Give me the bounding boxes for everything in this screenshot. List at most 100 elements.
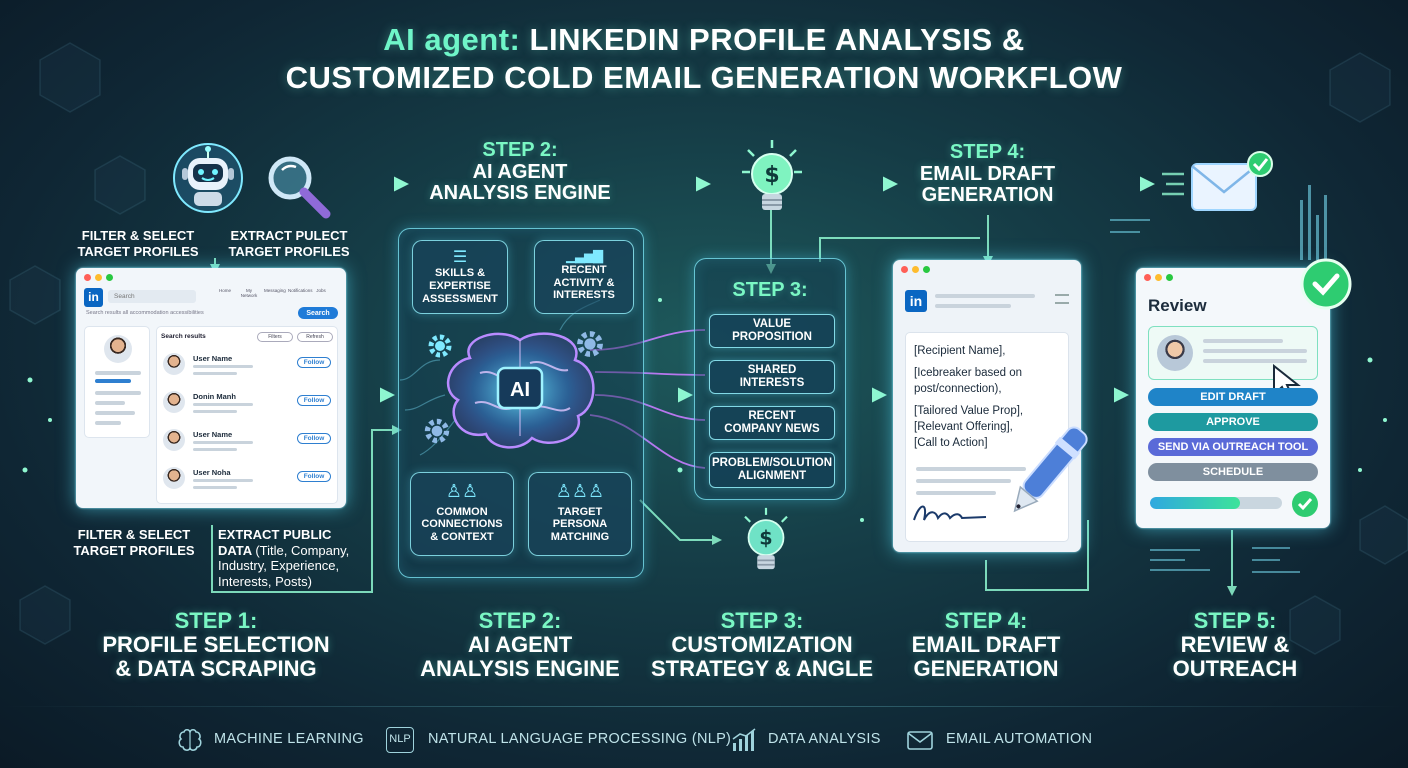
footer-divider	[0, 706, 1408, 707]
bar-chart-icon: ▁▃▅▇	[566, 248, 603, 263]
progress-fill	[1150, 497, 1240, 509]
draft-line-recipient: [Recipient Name],	[914, 345, 1006, 357]
review-profile-card	[1148, 326, 1318, 380]
edit-draft-button[interactable]: EDIT DRAFT	[1148, 388, 1318, 406]
data-analysis-icon	[732, 728, 756, 751]
table-row[interactable]: Donin Manh Follow	[157, 387, 339, 423]
svg-text:$: $	[759, 527, 772, 550]
filter-dropdown[interactable]: Filters	[257, 332, 293, 342]
menu-icon[interactable]	[1055, 294, 1069, 304]
nlp-icon: NLP	[386, 727, 414, 753]
linkedin-search-button[interactable]: Search	[298, 307, 338, 319]
draft-line-icebreaker-2: post/connection),	[914, 383, 1002, 396]
title-line-1: AI agent: LINKEDIN PROFILE ANALYSIS &	[0, 22, 1408, 58]
follow-button[interactable]: Follow	[297, 433, 331, 444]
linkedin-search-window: in Home My Network Messaging Notificatio…	[76, 268, 346, 508]
skills-assessment-card: ☰ SKILLS & EXPERTISE ASSESSMENT	[412, 240, 508, 314]
gear-icon	[577, 331, 603, 357]
ai-brain-icon: AI	[446, 332, 595, 449]
robot-icon	[173, 143, 243, 213]
footer-email-automation: EMAIL AUTOMATION	[946, 731, 1093, 747]
refresh-dropdown[interactable]: Refresh	[297, 332, 333, 342]
send-via-outreach-button[interactable]: SEND VIA OUTREACH TOOL	[1148, 438, 1318, 456]
search-results-panel: Search results Filters Refresh User Name…	[156, 326, 338, 504]
table-row[interactable]: User Noha Follow	[157, 463, 339, 499]
linkedin-nav: Home My Network Messaging Notifications …	[216, 288, 330, 298]
brain-icon	[178, 728, 202, 751]
step1-bottom-heading: STEP 1: PROFILE SELECTION & DATA SCRAPIN…	[102, 608, 330, 682]
target-persona-card: ♙♙♙ TARGET PERSONA MATCHING	[528, 472, 632, 556]
result-avatar	[163, 353, 185, 375]
linkedin-logo-icon: in	[84, 288, 103, 307]
people-icon: ♙♙	[445, 481, 479, 501]
svg-text:$: $	[764, 163, 779, 188]
title-accent: AI agent:	[383, 22, 521, 57]
my-profile-card	[84, 326, 150, 438]
draft-line-value-prop: [Tailored Value Prop],	[914, 405, 1024, 418]
window-controls	[901, 266, 930, 273]
step2-top-heading: STEP 2: AI AGENT ANALYSIS ENGINE	[429, 139, 611, 205]
draft-body[interactable]: [Recipient Name], [Icebreaker based on p…	[905, 332, 1069, 542]
nav-jobs[interactable]: Jobs	[316, 288, 326, 293]
nav-notifications[interactable]: Notifications	[288, 288, 313, 293]
step3-panel-title: STEP 3:	[732, 279, 808, 301]
approve-button[interactable]: APPROVE	[1148, 413, 1318, 431]
footer-nlp: NATURAL LANGUAGE PROCESSING (NLP)	[428, 731, 732, 747]
step1-label-filter-bottom: FILTER & SELECT TARGET PROFILES	[73, 527, 195, 558]
progress-complete-icon	[1292, 491, 1318, 517]
reviewer-avatar	[1157, 335, 1193, 371]
result-name: User Name	[193, 354, 233, 363]
step4-top-heading: STEP 4: EMAIL DRAFT GENERATION	[919, 141, 1056, 207]
result-avatar	[163, 467, 185, 489]
gear-icon	[424, 418, 450, 444]
footer-machine-learning: MACHINE LEARNING	[214, 731, 364, 747]
result-name: User Noha	[193, 468, 231, 477]
step2-bottom-heading: STEP 2: AI AGENT ANALYSIS ENGINE	[420, 608, 620, 682]
table-row[interactable]: User Name Follow	[157, 425, 339, 461]
step4-bottom-heading: STEP 4: EMAIL DRAFT GENERATION	[911, 608, 1061, 682]
follow-button[interactable]: Follow	[297, 395, 331, 406]
step1-label-filter-top: FILTER & SELECT TARGET PROFILES	[77, 228, 199, 259]
ai-chip-label: AI	[510, 379, 530, 401]
table-row[interactable]: User Name Follow	[157, 349, 339, 385]
step3-bottom-heading: STEP 3: CUSTOMIZATION STRATEGY & ANGLE	[650, 608, 874, 682]
result-avatar	[163, 391, 185, 413]
step5-bottom-heading: STEP 5: REVIEW & OUTREACH	[1172, 608, 1298, 682]
recent-activity-card: ▁▃▅▇ RECENT ACTIVITY & INTERESTS	[534, 240, 634, 314]
lightbulb-dollar-icon: $	[742, 140, 802, 210]
window-controls	[1144, 274, 1173, 281]
magnifier-icon	[268, 156, 331, 219]
follow-button[interactable]: Follow	[297, 471, 331, 482]
search-hint: Search results all accommodation accessi…	[86, 310, 204, 316]
step1-label-extract-bottom: EXTRACT PUBLIC DATA (Title, Company, Ind…	[218, 527, 350, 589]
email-automation-icon	[907, 731, 933, 750]
nav-network[interactable]: My Network	[240, 288, 258, 298]
footer-data-analysis: DATA ANALYSIS	[768, 731, 881, 747]
draft-line-cta: [Call to Action]	[914, 437, 988, 450]
schedule-button[interactable]: SCHEDULE	[1148, 463, 1318, 481]
linkedin-search-input[interactable]	[108, 290, 196, 303]
email-sent-icon	[1162, 151, 1273, 211]
nav-messaging[interactable]: Messaging	[264, 288, 286, 293]
outreach-progress-bar	[1150, 497, 1282, 509]
email-draft-window: in [Recipient Name], [Icebreaker based o…	[893, 260, 1081, 552]
step1-label-extract-top: EXTRACT PULECT TARGET PROFILES	[228, 228, 350, 259]
gear-icon	[428, 334, 452, 358]
signature-icon	[913, 505, 987, 521]
result-avatar	[163, 429, 185, 451]
follow-button[interactable]: Follow	[297, 357, 331, 368]
title-rest: LINKEDIN PROFILE ANALYSIS &	[529, 22, 1025, 57]
linkedin-logo-icon: in	[905, 290, 927, 312]
result-name: Donin Manh	[193, 392, 236, 401]
pen-icon	[1013, 426, 1088, 513]
window-controls	[84, 274, 113, 281]
result-name: User Name	[193, 430, 233, 439]
nav-home[interactable]: Home	[218, 288, 231, 293]
approved-check-icon	[1300, 258, 1352, 310]
common-connections-card: ♙♙ COMMON CONNECTIONS & CONTEXT	[410, 472, 514, 556]
review-title: Review	[1148, 296, 1207, 315]
